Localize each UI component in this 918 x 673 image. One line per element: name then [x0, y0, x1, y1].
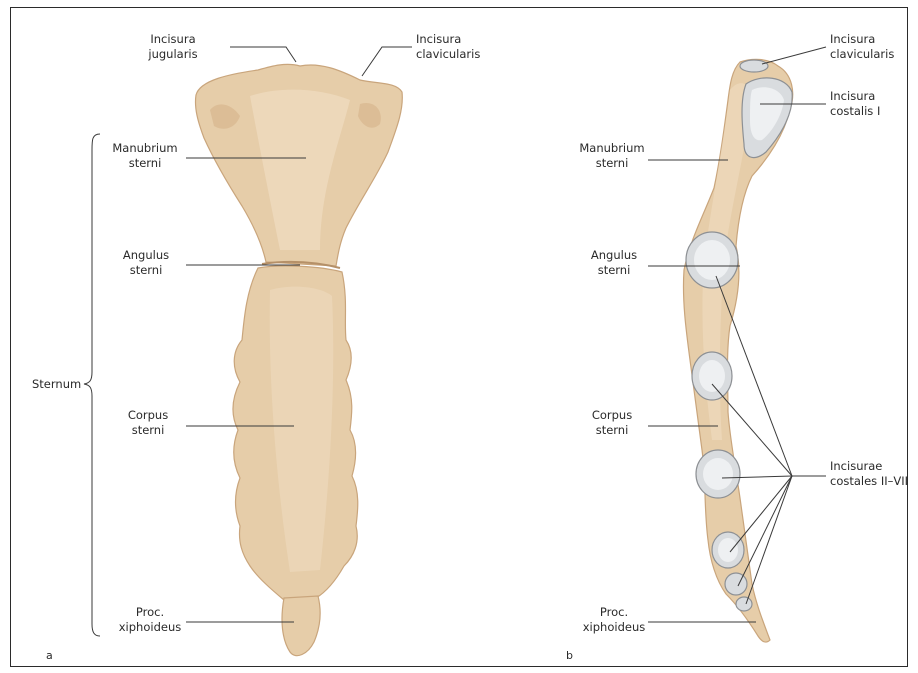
- facet-costal-6: [725, 573, 747, 595]
- label-corpus-b-1: Corpus: [592, 408, 632, 422]
- sternum-anterior-view: [195, 64, 402, 655]
- label-corpus-b-2: sterni: [596, 423, 629, 437]
- label-xiphoid-a-1: Proc.: [136, 605, 164, 619]
- label-incisura-clavicularis-a-2: clavicularis: [416, 47, 480, 61]
- facet-clavicular: [740, 60, 768, 72]
- label-incisura-clavicularis-b-2: clavicularis: [830, 47, 894, 61]
- label-incisura-costalis-1: Incisura: [830, 89, 875, 103]
- label-sternum: Sternum: [32, 377, 81, 391]
- label-incisura-costalis-2: costalis I: [830, 104, 880, 118]
- label-angulus-a-1: Angulus: [123, 248, 169, 262]
- sternum-lateral-view: [683, 59, 792, 642]
- label-manubrium-a-2: sterni: [129, 156, 162, 170]
- label-manubrium-b-1: Manubrium: [579, 141, 644, 155]
- label-corpus-a-2: sterni: [132, 423, 165, 437]
- label-incisura-jugularis-2: jugularis: [147, 47, 197, 61]
- label-incisurae-costales-1: Incisurae: [830, 459, 882, 473]
- label-xiphoid-b-1: Proc.: [600, 605, 628, 619]
- panel-label-a: a: [46, 649, 53, 662]
- label-xiphoid-a-2: xiphoideus: [119, 620, 181, 634]
- label-angulus-a-2: sterni: [130, 263, 163, 277]
- label-manubrium-a-1: Manubrium: [112, 141, 177, 155]
- label-incisura-clavicularis-b-1: Incisura: [830, 32, 875, 46]
- sternum-brace: [84, 134, 100, 636]
- xiphoid-anterior: [282, 596, 320, 656]
- label-incisura-clavicularis-a-1: Incisura: [416, 32, 461, 46]
- label-corpus-a-1: Corpus: [128, 408, 168, 422]
- label-angulus-b-1: Angulus: [591, 248, 637, 262]
- label-manubrium-b-2: sterni: [596, 156, 629, 170]
- panel-label-b: b: [566, 649, 573, 662]
- label-angulus-b-2: sterni: [598, 263, 631, 277]
- facet-costal-7: [736, 597, 752, 611]
- label-incisura-jugularis-1: Incisura: [150, 32, 195, 46]
- label-xiphoid-b-2: xiphoideus: [583, 620, 645, 634]
- label-incisurae-costales-2: costales II–VII: [830, 474, 908, 488]
